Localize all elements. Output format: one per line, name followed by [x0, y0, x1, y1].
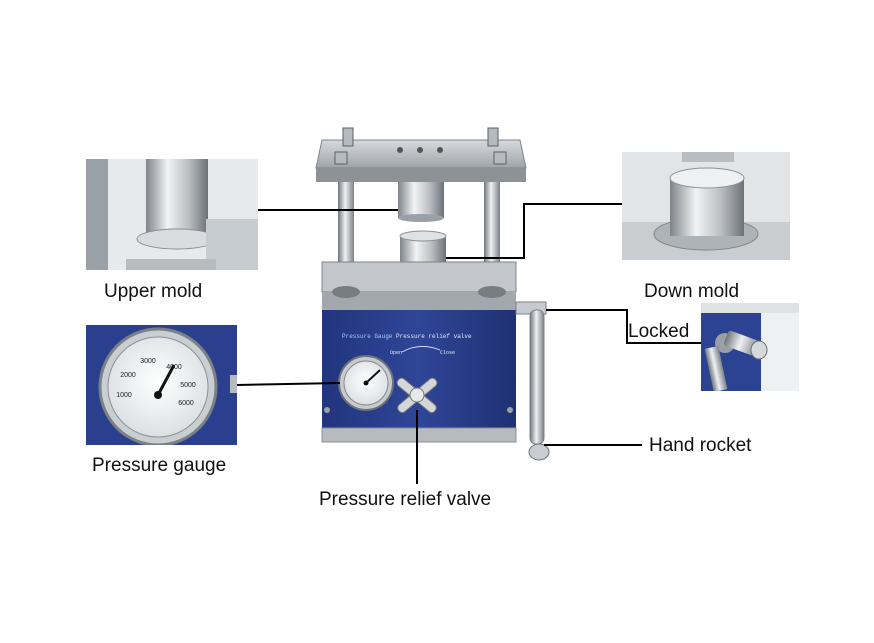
gauge-tick-6000: 6000 — [178, 400, 194, 407]
upper-mold-label: Upper mold — [104, 281, 203, 302]
gauge-tick-5000: 5000 — [180, 382, 196, 389]
upper-mold-cylinder — [398, 182, 444, 222]
gauge-on-body — [338, 355, 394, 411]
hand-rocket-label: Hand rocket — [649, 435, 752, 456]
leader-lines — [236, 203, 701, 484]
upper-mold-inset — [86, 159, 258, 270]
gauge-tick-1000: 1000 — [116, 392, 132, 399]
base-plate — [321, 261, 517, 310]
panel-open-label: Open — [390, 350, 402, 356]
down-mold-inset — [622, 152, 790, 260]
top-bolts — [334, 127, 507, 165]
panel-close-label: Close — [440, 350, 455, 356]
pressure-gauge-inset: 1000 2000 3000 4000 5000 6000 — [86, 325, 237, 445]
pressure-gauge-label: Pressure gauge — [92, 455, 227, 476]
hand-crank — [515, 301, 550, 461]
panel-valve-label: Pressure relief valve — [396, 333, 472, 340]
gauge-tick-3000: 3000 — [140, 358, 156, 365]
valve-handle — [396, 377, 438, 414]
pressure-relief-valve-label: Pressure relief valve — [319, 489, 492, 510]
gauge-tick-2000: 2000 — [120, 372, 136, 379]
top-plate — [315, 139, 527, 182]
locked-label: Locked — [628, 321, 690, 342]
locked-inset — [701, 303, 799, 391]
panel-gauge-label: Pressure Gauge — [342, 333, 393, 340]
down-mold-label: Down mold — [644, 281, 740, 302]
